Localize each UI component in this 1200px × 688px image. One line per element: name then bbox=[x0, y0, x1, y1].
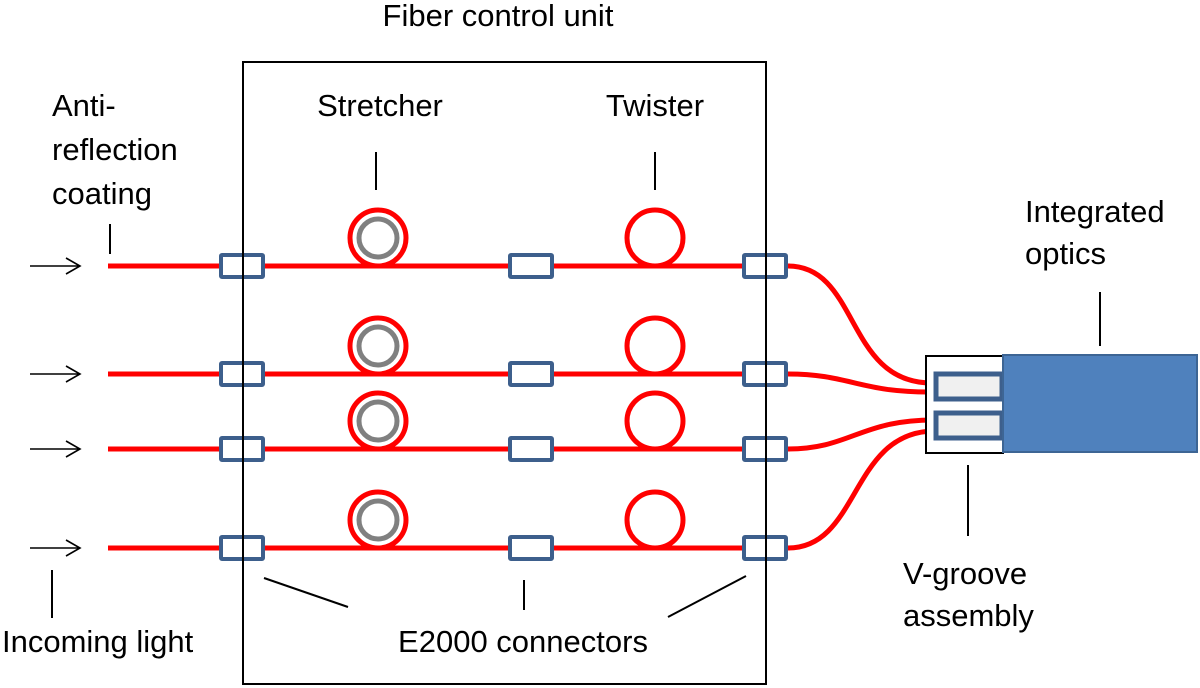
fanout-fiber-1 bbox=[787, 263, 935, 386]
incoming-arrow-icon bbox=[30, 365, 82, 383]
fanout-fiber-3 bbox=[787, 417, 935, 452]
label-anti-reflection: Anti- bbox=[52, 88, 116, 123]
label-anti-reflection: coating bbox=[52, 176, 152, 211]
e2000-connector bbox=[508, 535, 554, 561]
stretcher-core bbox=[356, 498, 400, 542]
incoming-arrow-icon bbox=[30, 257, 82, 275]
twister-loop bbox=[624, 390, 686, 452]
fiber-channel-2 bbox=[30, 315, 790, 387]
label-integrated-optics: optics bbox=[1025, 236, 1106, 271]
integrated-optics-chip bbox=[1002, 354, 1198, 453]
leader-connector-right bbox=[667, 575, 747, 618]
label-anti-reflection: reflection bbox=[52, 132, 178, 167]
fiber-channel-1 bbox=[30, 207, 790, 279]
label-e2000-connectors: E2000 connectors bbox=[398, 624, 648, 659]
twister-loop bbox=[624, 207, 686, 269]
v-groove-slot-2 bbox=[933, 410, 1005, 441]
label-twister: Twister bbox=[606, 88, 704, 123]
incoming-arrow-icon bbox=[30, 539, 82, 557]
v-groove-slot-1 bbox=[933, 371, 1005, 402]
e2000-connector bbox=[508, 361, 554, 387]
leader-connector-left bbox=[263, 577, 349, 608]
fanout-fiber-4 bbox=[787, 428, 935, 551]
incoming-arrow-icon bbox=[30, 440, 82, 458]
twister-loop bbox=[624, 315, 686, 377]
label-v-groove: V-groove bbox=[903, 556, 1027, 591]
e2000-connector bbox=[508, 253, 554, 279]
label-stretcher: Stretcher bbox=[317, 88, 443, 123]
fiber-channel-4 bbox=[30, 489, 790, 561]
stretcher-core bbox=[356, 324, 400, 368]
title-fiber-control-unit: Fiber control unit bbox=[383, 0, 614, 33]
twister-loop bbox=[624, 489, 686, 551]
fanout-fiber-2 bbox=[787, 371, 935, 395]
stretcher-core bbox=[356, 216, 400, 260]
label-v-groove: assembly bbox=[903, 598, 1034, 633]
label-incoming-light: Incoming light bbox=[2, 624, 194, 659]
e2000-connector bbox=[508, 436, 554, 462]
label-integrated-optics: Integrated bbox=[1025, 194, 1165, 229]
fiber-channel-3 bbox=[30, 390, 790, 462]
stretcher-core bbox=[356, 399, 400, 443]
